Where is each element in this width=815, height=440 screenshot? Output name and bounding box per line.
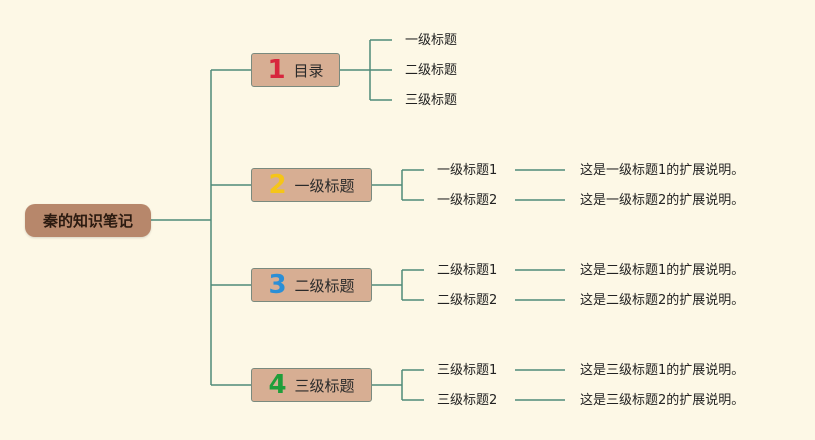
- leaf-3-1[interactable]: 二级标题1: [437, 263, 498, 278]
- desc-3-1: 这是二级标题1的扩展说明。: [580, 263, 745, 278]
- desc-4-2: 这是三级标题2的扩展说明。: [580, 393, 745, 408]
- number-1-icon: 1: [267, 55, 286, 85]
- root-label: 秦的知识笔记: [42, 212, 133, 230]
- leaf-1-1[interactable]: 一级标题: [405, 33, 458, 48]
- branch-node-2[interactable]: 2 一级标题: [251, 168, 372, 202]
- number-3-icon: 3: [268, 270, 287, 300]
- desc-2-2: 这是一级标题2的扩展说明。: [580, 193, 745, 208]
- leaf-2-1[interactable]: 一级标题1: [437, 163, 498, 178]
- desc-4-1: 这是三级标题1的扩展说明。: [580, 363, 745, 378]
- number-4-icon: 4: [268, 370, 287, 400]
- branch-label: 目录: [293, 61, 324, 80]
- desc-3-2: 这是二级标题2的扩展说明。: [580, 293, 745, 308]
- leaf-3-2[interactable]: 二级标题2: [437, 293, 498, 308]
- branch-label: 一级标题: [294, 176, 355, 195]
- branch-node-3[interactable]: 3 二级标题: [251, 268, 372, 302]
- leaf-1-3[interactable]: 三级标题: [405, 93, 458, 108]
- branch-label: 三级标题: [294, 376, 355, 395]
- branch-node-1[interactable]: 1 目录: [251, 53, 340, 87]
- leaf-4-1[interactable]: 三级标题1: [437, 363, 498, 378]
- number-2-icon: 2: [268, 170, 287, 200]
- branch-node-4[interactable]: 4 三级标题: [251, 368, 372, 402]
- leaf-2-2[interactable]: 一级标题2: [437, 193, 498, 208]
- leaf-1-2[interactable]: 二级标题: [405, 63, 458, 78]
- desc-2-1: 这是一级标题1的扩展说明。: [580, 163, 745, 178]
- branch-label: 二级标题: [294, 276, 355, 295]
- leaf-4-2[interactable]: 三级标题2: [437, 393, 498, 408]
- root-node[interactable]: 秦的知识笔记: [25, 204, 151, 237]
